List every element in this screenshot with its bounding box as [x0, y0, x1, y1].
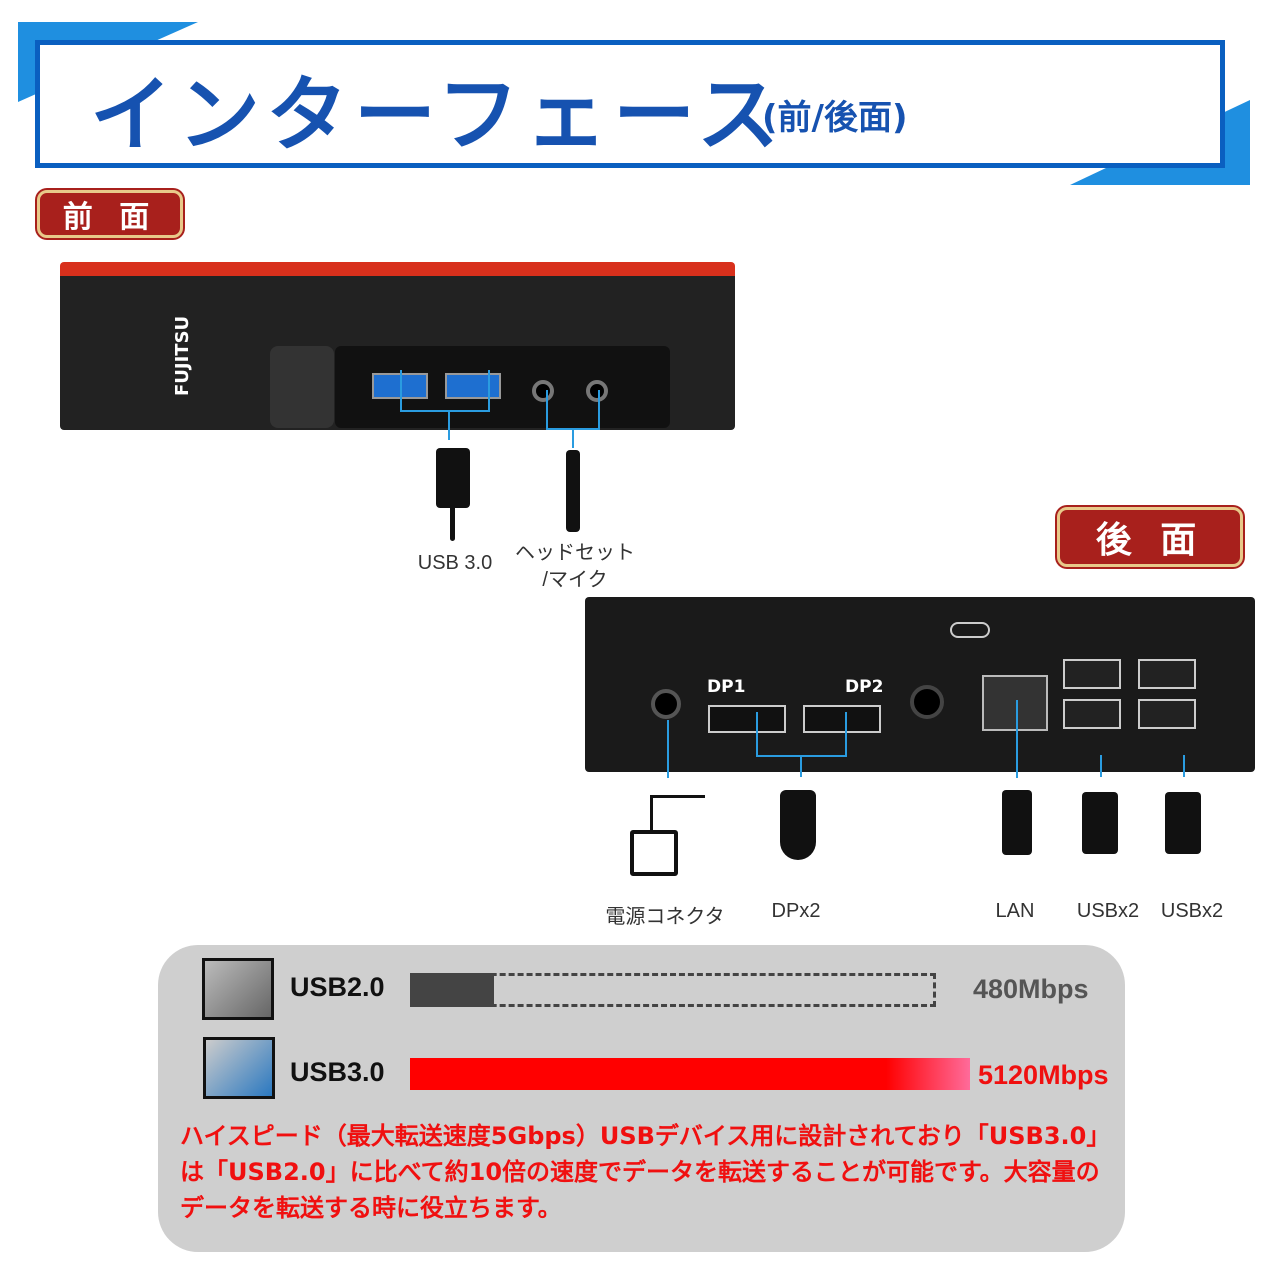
- audio-jack: [532, 380, 554, 402]
- usb2-speed: 480Mbps: [973, 974, 1089, 1004]
- lan-plug-icon: [1002, 790, 1032, 855]
- usb-plug-icon: [1082, 792, 1118, 854]
- usb-plug-icon: [1165, 792, 1201, 854]
- audio-jack: [910, 685, 944, 719]
- usb-port: [1138, 699, 1196, 729]
- front-device: FUJITSU: [60, 262, 735, 430]
- usb3-bar-fill: [410, 1058, 970, 1090]
- audio-plug-icon: [566, 450, 580, 532]
- usb2-bar-fill: [410, 973, 495, 1007]
- audio-label-1: ヘッドセット: [515, 542, 635, 564]
- usb-label-b: USBx2: [1160, 900, 1224, 922]
- brand-logo: FUJITSU: [172, 315, 193, 396]
- usb30-label: USB 3.0: [417, 552, 493, 574]
- front-badge: 前 面: [37, 190, 183, 238]
- dp2-port: [803, 705, 881, 733]
- usb-port: [1063, 699, 1121, 729]
- power-connector-icon: [630, 830, 678, 876]
- usb-speed-panel: [158, 945, 1125, 1252]
- usb2-port-image: [202, 958, 274, 1020]
- cable-icon: [450, 505, 455, 541]
- usb-port: [1063, 659, 1121, 689]
- dp-label: DPx2: [771, 900, 821, 922]
- displayport-plug-icon: [780, 790, 816, 860]
- usb-port: [445, 373, 501, 399]
- usb2-label: USB2.0: [290, 972, 385, 1002]
- lan-port: [982, 675, 1048, 731]
- audio-label-2: /マイク: [542, 569, 608, 591]
- usb-plug-icon: [436, 448, 470, 508]
- dp1-label: DP1: [707, 677, 746, 697]
- lan-label: LAN: [995, 900, 1035, 922]
- dp1-port: [708, 705, 786, 733]
- usb-description: ハイスピード（最大転送速度5Gbps）USBデバイス用に設計されており「USB3…: [180, 1122, 1111, 1222]
- power-button: [270, 346, 334, 428]
- usb-label-a: USBx2: [1076, 900, 1140, 922]
- usb3-label: USB3.0: [290, 1057, 385, 1087]
- usb-c-port: [950, 622, 990, 638]
- page-subtitle: (前/後面): [762, 98, 908, 138]
- power-label: 電源コネクタ: [605, 906, 725, 928]
- header-box: [35, 40, 1225, 168]
- page-title: インターフェース: [90, 68, 785, 163]
- usb-port: [1138, 659, 1196, 689]
- usb3-port-image: [203, 1037, 275, 1099]
- rear-badge: 後 面: [1057, 507, 1243, 567]
- mic-jack: [586, 380, 608, 402]
- power-jack: [651, 689, 681, 719]
- usb3-speed: 5120Mbps: [978, 1060, 1109, 1090]
- rear-device: DP1 DP2: [585, 597, 1255, 772]
- dp2-label: DP2: [845, 677, 884, 697]
